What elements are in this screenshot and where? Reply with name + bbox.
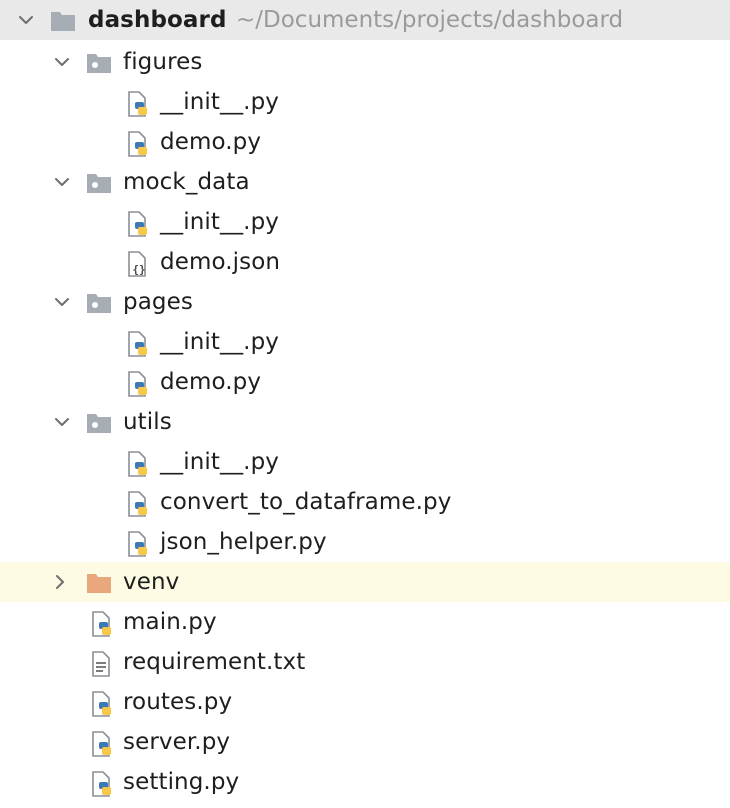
tree-row-pages[interactable]: pages	[0, 282, 730, 322]
python-file-icon	[90, 611, 114, 637]
file-label: __init__.py	[160, 449, 279, 475]
tree-row-utils[interactable]: utils	[0, 402, 730, 442]
file-label: demo.json	[160, 249, 281, 275]
chevron-down-icon[interactable]	[52, 412, 72, 432]
tree-row-file[interactable]: demo.py	[0, 362, 730, 402]
tree-row-file[interactable]: {} demo.json	[0, 242, 730, 282]
chevron-down-icon[interactable]	[16, 10, 36, 30]
tree-row-file[interactable]: __init__.py	[0, 322, 730, 362]
project-name: dashboard	[88, 7, 227, 33]
project-path: ~/Documents/projects/dashboard	[236, 7, 624, 33]
file-label: setting.py	[123, 769, 240, 795]
file-label: server.py	[123, 729, 231, 755]
python-file-icon	[90, 691, 114, 717]
file-label: requirement.txt	[123, 649, 306, 675]
python-file-icon	[126, 451, 150, 477]
file-label: demo.py	[160, 369, 262, 395]
folder-label: utils	[123, 409, 172, 435]
python-file-icon	[126, 131, 150, 157]
tree-row-file[interactable]: __init__.py	[0, 202, 730, 242]
package-folder-icon	[86, 411, 111, 435]
tree-row-file[interactable]: __init__.py	[0, 82, 730, 122]
folder-label: mock_data	[123, 169, 250, 195]
file-label: __init__.py	[160, 209, 279, 235]
tree-row-file[interactable]: setting.py	[0, 762, 730, 802]
file-label: __init__.py	[160, 329, 279, 355]
file-label: json_helper.py	[160, 529, 327, 555]
folder-icon	[50, 9, 75, 33]
tree-row-file[interactable]: requirement.txt	[0, 642, 730, 682]
tree-row-file[interactable]: demo.py	[0, 122, 730, 162]
folder-label: figures	[123, 49, 203, 75]
file-label: routes.py	[123, 689, 233, 715]
folder-label: venv	[123, 569, 180, 595]
tree-row-mock-data[interactable]: mock_data	[0, 162, 730, 202]
python-file-icon	[90, 731, 114, 757]
file-label: main.py	[123, 609, 217, 635]
chevron-down-icon[interactable]	[52, 172, 72, 192]
package-folder-icon	[86, 171, 111, 195]
file-label: demo.py	[160, 129, 262, 155]
python-file-icon	[126, 91, 150, 117]
tree-row-file[interactable]: json_helper.py	[0, 522, 730, 562]
text-file-icon	[90, 651, 114, 677]
python-file-icon	[126, 371, 150, 397]
tree-row-root[interactable]: dashboard ~/Documents/projects/dashboard	[0, 0, 730, 40]
chevron-right-icon[interactable]	[50, 572, 70, 592]
chevron-down-icon[interactable]	[52, 52, 72, 72]
python-file-icon	[126, 331, 150, 357]
chevron-down-icon[interactable]	[52, 292, 72, 312]
python-file-icon	[90, 771, 114, 797]
excluded-folder-icon	[86, 571, 111, 595]
tree-row-file[interactable]: __init__.py	[0, 442, 730, 482]
tree-row-file[interactable]: convert_to_dataframe.py	[0, 482, 730, 522]
package-folder-icon	[86, 51, 111, 75]
svg-text:{}: {}	[132, 263, 145, 276]
python-file-icon	[126, 491, 150, 517]
tree-row-venv[interactable]: venv	[0, 562, 730, 602]
python-file-icon	[126, 531, 150, 557]
tree-row-figures[interactable]: figures	[0, 42, 730, 82]
package-folder-icon	[86, 291, 111, 315]
folder-label: pages	[123, 289, 193, 315]
tree-row-file[interactable]: main.py	[0, 602, 730, 642]
tree-row-file[interactable]: routes.py	[0, 682, 730, 722]
json-file-icon: {}	[126, 251, 150, 277]
file-label: __init__.py	[160, 89, 279, 115]
python-file-icon	[126, 211, 150, 237]
file-label: convert_to_dataframe.py	[160, 489, 452, 515]
tree-row-file[interactable]: server.py	[0, 722, 730, 762]
